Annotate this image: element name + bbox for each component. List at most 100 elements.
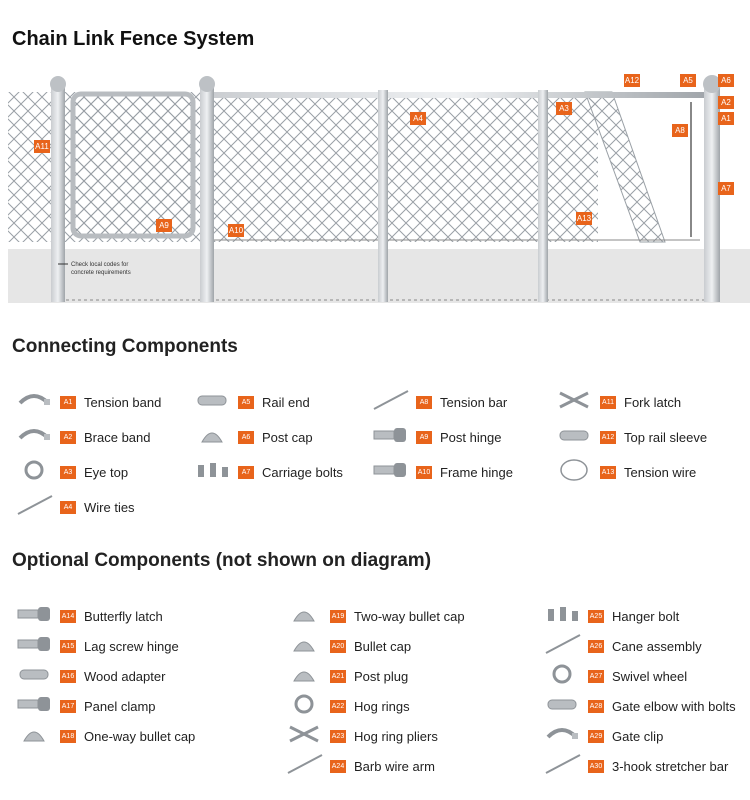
brace-band-icon [12, 422, 56, 453]
component-item-a19: A19 Two-way bullet cap [282, 604, 465, 628]
svg-text:A10: A10 [229, 226, 244, 235]
bullet-cap-icon [282, 631, 326, 662]
lag-screw-hinge-icon [12, 631, 56, 662]
svg-text:A6: A6 [721, 76, 731, 85]
component-label: Tension band [84, 394, 162, 410]
component-code: A30 [588, 759, 604, 773]
component-label: Cane assembly [612, 638, 702, 654]
component-item-a1: A1 Tension band [12, 390, 161, 414]
post-hinge-icon [368, 422, 412, 453]
component-code: A21 [330, 669, 346, 683]
post-cap [703, 75, 721, 93]
component-code: A22 [330, 699, 346, 713]
component-label: Barb wire arm [354, 758, 435, 774]
svg-text:A9: A9 [159, 221, 169, 230]
component-code: A5 [238, 395, 254, 409]
hanger-bolt-icon [540, 601, 584, 632]
svg-text:A3: A3 [559, 104, 569, 113]
component-code: A15 [60, 639, 76, 653]
callout-a2: A2 [718, 96, 734, 109]
tension-bar-icon [368, 387, 412, 418]
posts [50, 75, 721, 302]
component-code: A19 [330, 609, 346, 623]
component-label: One-way bullet cap [84, 728, 196, 744]
connecting-heading: Connecting Components [12, 336, 238, 357]
eye-top-icon [12, 457, 56, 488]
cane-assembly-icon [540, 631, 584, 662]
component-code: A9 [416, 430, 432, 444]
hog-rings-icon [282, 691, 326, 722]
callout-a10: A10 [228, 224, 244, 237]
svg-text:A8: A8 [675, 126, 685, 135]
concrete-note: concrete requirements [71, 270, 131, 276]
one-way-bullet-cap-icon [12, 721, 56, 752]
component-item-a18: A18 One-way bullet cap [12, 724, 195, 748]
component-code: A1 [60, 395, 76, 409]
component-item-a16: A16 Wood adapter [12, 664, 165, 688]
tension-wire-icon [552, 457, 596, 488]
component-item-a22: A22 Hog rings [282, 694, 410, 718]
component-label: Post cap [262, 429, 313, 445]
component-code: A18 [60, 729, 76, 743]
callout-a12: A12 [624, 74, 640, 87]
post-plug-icon [282, 661, 326, 692]
callout-a3: A3 [556, 102, 572, 115]
callout-a6: A6 [718, 74, 734, 87]
component-code: A24 [330, 759, 346, 773]
svg-text:A1: A1 [721, 114, 731, 123]
svg-text:A4: A4 [413, 114, 423, 123]
gate-frame [70, 91, 196, 239]
svg-text:A2: A2 [721, 98, 731, 107]
wood-adapter-icon [12, 661, 56, 692]
component-label: Bullet cap [354, 638, 412, 654]
tension-band-icon [12, 387, 56, 418]
component-label: Tension wire [624, 464, 697, 480]
rail-end-icon [190, 387, 234, 418]
component-label: Swivel wheel [612, 668, 688, 684]
line-post [378, 90, 388, 302]
gate-post [200, 84, 214, 302]
component-label: Tension bar [440, 394, 508, 410]
component-code: A14 [60, 609, 76, 623]
component-code: A12 [600, 430, 616, 444]
component-label: Post hinge [440, 429, 502, 445]
component-label: Wood adapter [84, 668, 166, 684]
component-code: A2 [60, 430, 76, 444]
fence-diagram: Check local codes for concrete requireme… [8, 74, 750, 303]
frame-hinge-icon [368, 457, 412, 488]
concrete-note: Check local codes for [71, 262, 128, 268]
component-item-a20: A20 Bullet cap [282, 634, 411, 658]
stretcher-bar-icon [540, 751, 584, 782]
barb-wire-arm-icon [282, 751, 326, 782]
component-label: Top rail sleeve [624, 429, 708, 445]
callout-a5: A5 [680, 74, 696, 87]
gate-clip-icon [540, 721, 584, 752]
page-title: Chain Link Fence System [12, 28, 255, 50]
component-label: Two-way bullet cap [354, 608, 465, 624]
component-label: Hog rings [354, 698, 410, 714]
butterfly-latch-icon [12, 601, 56, 632]
component-code: A6 [238, 430, 254, 444]
svg-text:A13: A13 [577, 214, 592, 223]
component-item-a12: A12 Top rail sleeve [552, 425, 707, 449]
wire-ties-icon [12, 492, 56, 523]
component-code: A16 [60, 669, 76, 683]
post-cap [50, 76, 66, 92]
top-rail [200, 92, 710, 98]
component-code: A20 [330, 639, 346, 653]
component-code: A17 [60, 699, 76, 713]
svg-text:A5: A5 [683, 76, 693, 85]
post-cap [199, 76, 215, 92]
component-item-a6: A6 Post cap [190, 425, 313, 449]
callout-a8: A8 [672, 124, 688, 137]
component-code: A28 [588, 699, 604, 713]
top-rail-sleeve-icon [552, 422, 596, 453]
